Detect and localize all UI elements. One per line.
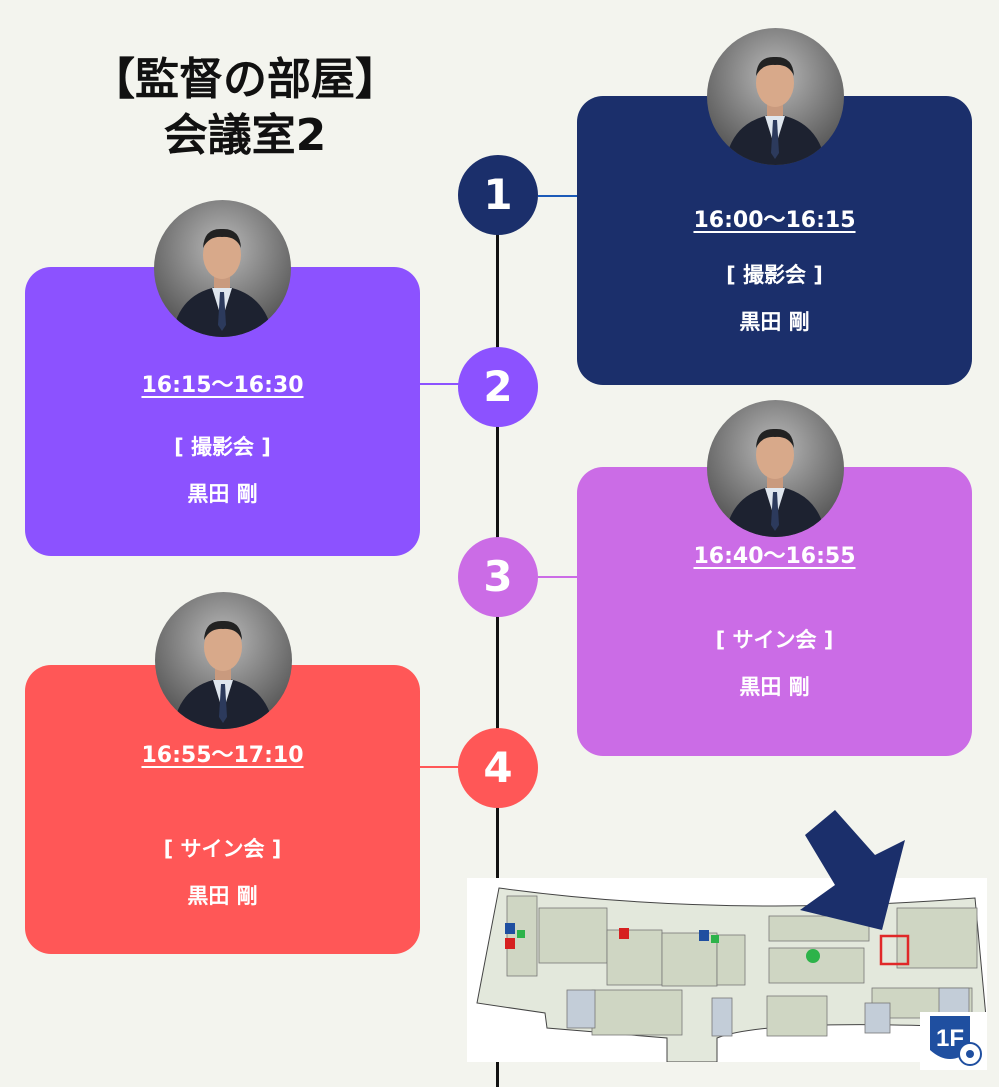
svg-text:1F: 1F (936, 1025, 964, 1052)
timeline-line (496, 200, 499, 1087)
slot-event: [ サイン会 ] (163, 837, 282, 861)
connector-4 (418, 766, 460, 768)
avatar-photo (154, 200, 291, 337)
slot-person: 黒田 剛 (187, 884, 258, 908)
step-number-1: 1 (458, 155, 538, 235)
step-number-4: 4 (458, 728, 538, 808)
step-number-2: 2 (458, 347, 538, 427)
floor-map (467, 878, 988, 1063)
slot-person: 黒田 剛 (187, 482, 258, 506)
slot-time: 16:40〜16:55 (693, 544, 856, 569)
slot-event: [ サイン会 ] (715, 628, 834, 652)
slot-person: 黒田 剛 (739, 675, 810, 699)
title-line-2: 会議室2 (163, 110, 327, 161)
connector-1 (538, 195, 578, 197)
slot-event: [ 撮影会 ] (726, 263, 823, 287)
avatar-photo (707, 28, 844, 165)
connector-2 (418, 383, 460, 385)
slot-person: 黒田 剛 (739, 310, 810, 334)
connector-3 (538, 576, 578, 578)
floor-plan-drawing (476, 887, 988, 1063)
floor-1f-logo-icon: 1F (930, 1016, 982, 1066)
slot-card-1: 16:00〜16:15 [ 撮影会 ] 黒田 剛 (577, 96, 972, 385)
location-arrow-icon (800, 810, 905, 930)
page-title: 【監督の部屋】 会議室2 (40, 52, 450, 164)
avatar-photo (155, 592, 292, 729)
avatar-photo (707, 400, 844, 537)
slot-time: 16:15〜16:30 (141, 373, 304, 398)
slot-event: [ 撮影会 ] (174, 435, 271, 459)
step-number-3: 3 (458, 537, 538, 617)
title-line-1: 【監督の部屋】 (91, 54, 399, 105)
floor-badge: 1F (920, 1012, 987, 1070)
slot-time: 16:55〜17:10 (141, 743, 304, 768)
slot-time: 16:00〜16:15 (693, 208, 856, 233)
